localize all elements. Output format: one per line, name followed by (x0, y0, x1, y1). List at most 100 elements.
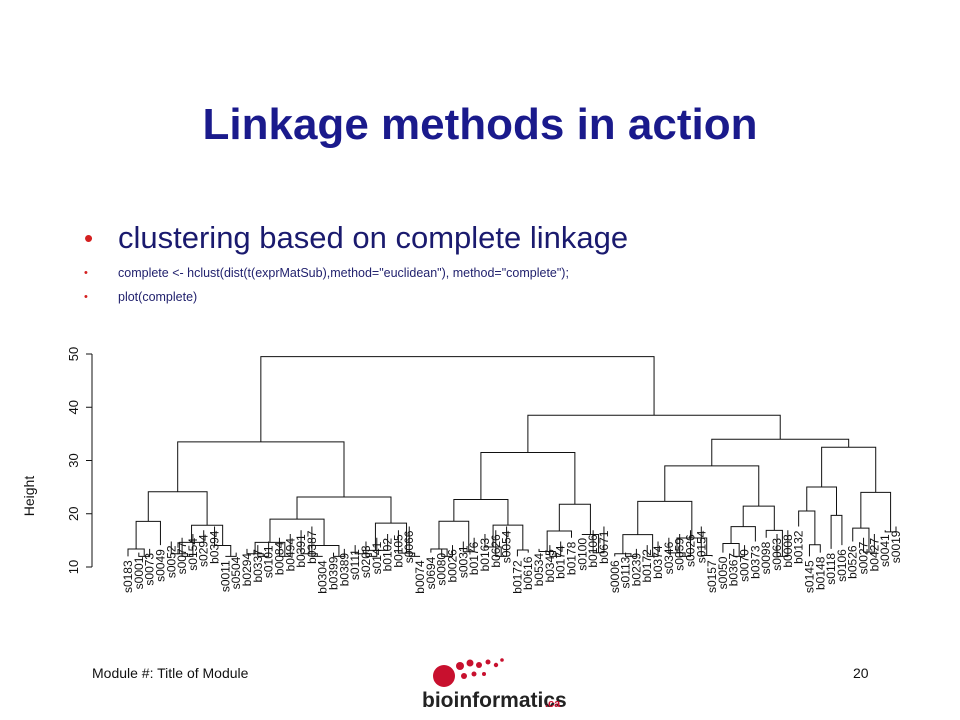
leaf-label: s0145 (802, 560, 816, 593)
leaf-label: s0077 (175, 541, 189, 574)
dendrogram-branch (177, 441, 345, 497)
dendrogram-branch (637, 500, 693, 539)
leaf-label: s0183 (121, 560, 135, 593)
leaf-label: s0111 (348, 549, 362, 580)
dendrogram-branch (614, 553, 632, 557)
dendrogram-branch (622, 534, 654, 557)
leaf-label: s0059 (673, 538, 687, 571)
leaf-label: b0008 (781, 534, 795, 568)
dendrogram-branch (808, 544, 821, 557)
dendrogram-branches (127, 356, 897, 557)
dendrogram-branch (863, 533, 875, 553)
leaf-label: s0041 (878, 534, 892, 567)
slide-title: Linkage methods in action (202, 100, 758, 149)
leaf-label: s0070 (738, 549, 752, 582)
dendrogram-branch (308, 545, 340, 557)
dendrogram-branch (311, 526, 323, 557)
leaf-label: s0294 (197, 534, 211, 567)
bioinformatics-logo: bioinformatics .ca (422, 658, 567, 712)
dendrogram-branch (830, 514, 843, 549)
leaf-label: b0427 (867, 538, 881, 572)
dendrogram-leaf-labels: s0183s0001s0073s0049s0052s0077s0154s0294… (121, 530, 903, 594)
dendrogram-branch (362, 533, 389, 554)
leaf-label: s0011 (218, 560, 232, 592)
leaf-label: s0098 (759, 541, 773, 574)
leaf-label: b0084 (272, 541, 286, 575)
dendrogram-branch (147, 491, 208, 526)
leaf-label: s0504 (229, 556, 243, 589)
y-axis-label: Height (21, 476, 37, 517)
dendrogram-branch (354, 545, 372, 557)
leaf-label: b0337 (251, 549, 265, 583)
dendrogram-branch (806, 486, 838, 516)
bullet-dot: • (84, 267, 88, 279)
leaf-label: b0172 (510, 560, 524, 594)
logo-dots-icon (433, 658, 504, 687)
leaf-label: b0105 (391, 534, 405, 568)
leaf-label: s0019 (889, 530, 903, 563)
leaf-label: b0391 (294, 534, 308, 568)
dendrogram-branch (821, 446, 877, 493)
bullet-code-1: • complete <- hclust(dist(t(exprMatSub),… (84, 261, 904, 285)
bullet-text: complete <- hclust(dist(t(exprMatSub),me… (118, 266, 569, 280)
leaf-label: s0100 (575, 538, 589, 571)
dendrogram-branch (852, 527, 870, 553)
bullet-text: plot(complete) (118, 290, 198, 304)
leaf-label: b0074 (413, 560, 427, 594)
leaf-label: s0113 (619, 556, 633, 588)
dendrogram-branch (527, 414, 781, 453)
leaf-label: s0141 (370, 541, 384, 574)
leaf-label: s0006 (608, 560, 622, 593)
leaf-label: b0132 (792, 530, 806, 564)
dendrogram-branch (462, 537, 475, 553)
leaf-label: b0534 (532, 553, 546, 587)
dendrogram-branch (730, 526, 756, 544)
dendrogram-branch (135, 520, 161, 550)
leaf-label: b0106 (586, 534, 600, 568)
dendrogram-branch (260, 356, 655, 442)
leaf-label: b0345 (543, 549, 557, 583)
leaf-label: b0616 (521, 556, 535, 590)
leaf-label: s0157 (705, 560, 719, 593)
leaf-label: b0367 (727, 553, 741, 587)
bullet-code-2: • plot(complete) (84, 285, 904, 309)
leaf-label: b0176 (467, 541, 481, 575)
dendrogram-branch (269, 518, 325, 546)
dendrogram-branch (214, 526, 232, 557)
leaf-label: s0154 (694, 530, 708, 563)
page-number: 20 (853, 665, 869, 681)
leaf-label: s0026 (683, 534, 697, 567)
leaf-label: s0052 (164, 545, 178, 578)
dendrogram-branch (438, 520, 470, 552)
leaf-label: s0054 (500, 530, 514, 563)
dendrogram-branch (722, 542, 740, 557)
bullet-dot: • (84, 291, 88, 303)
dendrogram-branch (408, 526, 421, 557)
leaf-label: s0073 (143, 553, 157, 586)
leaf-label: b0373 (748, 545, 762, 579)
leaf-label: b0389 (337, 553, 351, 587)
leaf-label: b0102 (381, 538, 395, 572)
dendrogram-branch (860, 491, 892, 532)
dendrogram-branch (711, 438, 850, 466)
leaf-label: b0294 (240, 553, 254, 587)
leaf-label: s0154 (186, 538, 200, 571)
dendrogram-branch (480, 452, 576, 505)
leaf-label: b0178 (564, 541, 578, 575)
leaf-label: s0001 (132, 556, 146, 589)
dendrogram-branch (516, 549, 529, 557)
leaf-label: s0106 (835, 549, 849, 582)
bullet-main: • clustering based on complete linkage (84, 215, 904, 261)
leaf-label: s0066 (402, 530, 416, 563)
dendrogram-branch (225, 552, 237, 557)
leaf-label: s0118 (824, 553, 838, 585)
leaf-label: s0694 (424, 556, 438, 589)
leaf-label: b0494 (283, 538, 297, 572)
bullet-text: clustering based on complete linkage (118, 220, 629, 255)
dendrogram-branch (246, 548, 264, 557)
y-tick-label: 20 (66, 507, 81, 521)
dendrogram-branch (664, 465, 760, 507)
dendrogram-branch (300, 530, 318, 557)
dendrogram-branch (170, 541, 188, 557)
leaf-label: b0163 (478, 538, 492, 572)
